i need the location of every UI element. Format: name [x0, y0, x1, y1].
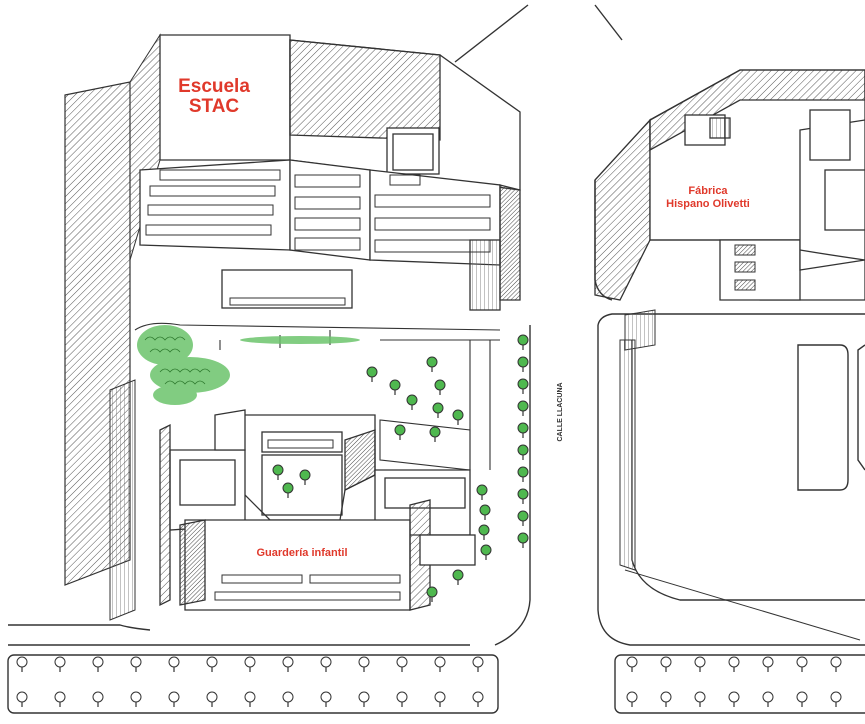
- tree-icon: [517, 510, 529, 526]
- green-hedges: [137, 325, 360, 405]
- nursery-label: Guardería infantil: [256, 547, 347, 559]
- tree-icon: [626, 691, 638, 707]
- tree-icon: [244, 691, 256, 707]
- tree-icon: [762, 691, 774, 707]
- tree-icon: [272, 464, 284, 480]
- factory-building: [594, 69, 865, 301]
- tree-icon: [282, 656, 294, 672]
- tree-icon: [472, 691, 484, 707]
- street-trees: [16, 334, 842, 707]
- tree-icon: [478, 524, 490, 540]
- tree-icon: [517, 378, 529, 394]
- school-label-line1: Escuela: [178, 76, 250, 97]
- factory-inner-block: [619, 309, 861, 641]
- tree-icon: [517, 532, 529, 548]
- tree-icon: [92, 691, 104, 707]
- tree-icon: [130, 656, 142, 672]
- tree-icon: [394, 424, 406, 440]
- tree-icon: [480, 544, 492, 560]
- tree-icon: [517, 466, 529, 482]
- tree-icon: [762, 656, 774, 672]
- tree-icon: [320, 656, 332, 672]
- factory-windows: [734, 244, 756, 291]
- factory-label-line2: Hispano Olivetti: [666, 198, 750, 210]
- tree-icon: [92, 656, 104, 672]
- tree-icon: [472, 656, 484, 672]
- tree-icon: [299, 469, 311, 485]
- tree-icon: [830, 691, 842, 707]
- school-windows: [145, 169, 491, 306]
- tree-icon: [517, 356, 529, 372]
- tree-icon: [517, 488, 529, 504]
- tree-icon: [206, 656, 218, 672]
- nursery-windows: [214, 439, 401, 601]
- tree-icon: [432, 402, 444, 418]
- tree-icon: [434, 656, 446, 672]
- tree-icon: [626, 656, 638, 672]
- tree-icon: [54, 656, 66, 672]
- tree-icon: [54, 691, 66, 707]
- tree-icon: [358, 691, 370, 707]
- tree-icon: [426, 586, 438, 602]
- tree-icon: [434, 379, 446, 395]
- tree-icon: [282, 482, 294, 498]
- tree-icon: [728, 656, 740, 672]
- tree-icon: [660, 691, 672, 707]
- tree-icon: [429, 426, 441, 442]
- tree-icon: [426, 356, 438, 372]
- tree-icon: [396, 691, 408, 707]
- tree-icon: [796, 656, 808, 672]
- tree-icon: [517, 334, 529, 350]
- tree-icon: [396, 656, 408, 672]
- tree-icon: [476, 484, 488, 500]
- tree-icon: [517, 400, 529, 416]
- tree-icon: [389, 379, 401, 395]
- tree-icon: [830, 656, 842, 672]
- factory-label-line1: Fábrica: [688, 185, 728, 197]
- tree-icon: [694, 656, 706, 672]
- tree-icon: [517, 422, 529, 438]
- tree-icon: [728, 691, 740, 707]
- school-building: [139, 34, 521, 311]
- street-label: CALLE LLACUNA: [557, 382, 564, 441]
- tree-icon: [130, 691, 142, 707]
- tree-icon: [796, 691, 808, 707]
- tree-icon: [660, 656, 672, 672]
- hedge-texture: [144, 336, 211, 385]
- tree-icon: [517, 444, 529, 460]
- tree-icon: [358, 656, 370, 672]
- tree-icon: [320, 691, 332, 707]
- left-block-walls: [64, 33, 161, 621]
- tree-icon: [168, 691, 180, 707]
- tree-icon: [16, 656, 28, 672]
- tree-icon: [406, 394, 418, 410]
- street-outlines: [7, 4, 865, 714]
- tree-icon: [168, 656, 180, 672]
- tree-icon: [366, 366, 378, 382]
- school-label-line2: STAC: [189, 96, 240, 117]
- tree-icon: [452, 409, 464, 425]
- tree-icon: [282, 691, 294, 707]
- tree-icon: [16, 691, 28, 707]
- tree-icon: [244, 656, 256, 672]
- tree-icon: [434, 691, 446, 707]
- tree-icon: [206, 691, 218, 707]
- nursery-building: [159, 409, 476, 611]
- tree-icon: [479, 504, 491, 520]
- tree-icon: [694, 691, 706, 707]
- tree-icon: [452, 569, 464, 585]
